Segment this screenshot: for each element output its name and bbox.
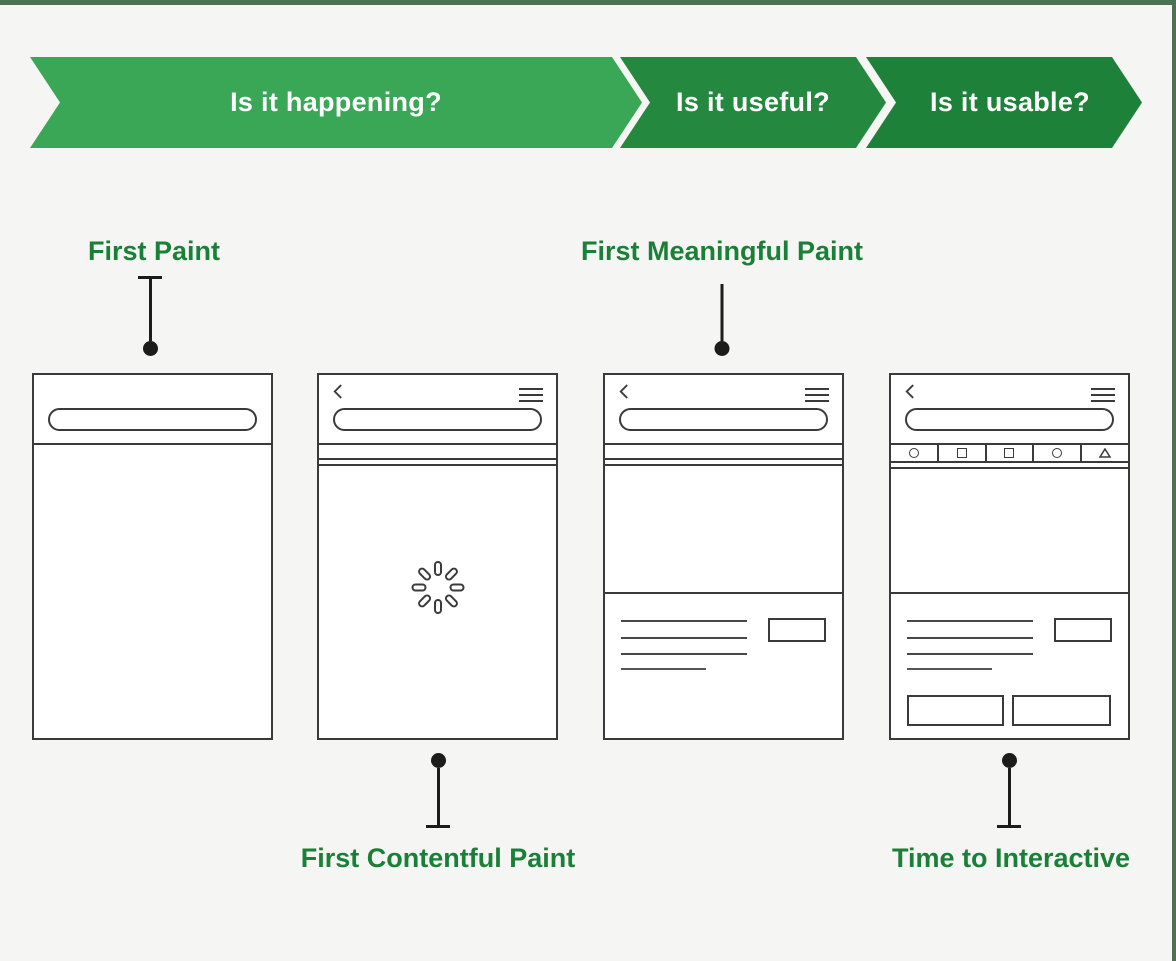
action-button-placeholder (907, 695, 1004, 726)
circle-icon (1052, 448, 1063, 458)
text-line (621, 653, 747, 655)
text-line (907, 653, 1033, 655)
action-button-placeholder (1012, 695, 1111, 726)
circle-icon (908, 448, 919, 458)
phone-mockup-time-to-interactive (889, 373, 1130, 740)
text-line (907, 637, 1033, 639)
connector-cap (426, 825, 450, 828)
frame-top-accent (0, 0, 1176, 5)
browser-header (34, 375, 271, 445)
page-body (319, 464, 556, 738)
tab-strip (605, 445, 842, 460)
text-line (621, 620, 747, 622)
icon-toolbar (891, 445, 1128, 463)
tab-strip (319, 445, 556, 460)
metric-label-first-contentful-paint: First Contentful Paint (300, 843, 576, 873)
url-bar (333, 408, 542, 431)
connector-stem (1007, 768, 1011, 825)
metric-label-time-to-interactive: Time to Interactive (891, 843, 1131, 873)
menu-icon (519, 388, 543, 402)
url-bar (619, 408, 828, 431)
connector-dot (1001, 753, 1017, 768)
hero-placeholder (891, 469, 1128, 594)
connector-first-meaningful-paint (714, 284, 730, 356)
metric-label-first-paint: First Paint (87, 236, 221, 266)
triangle-icon (1099, 448, 1112, 458)
text-line (621, 637, 747, 639)
menu-icon (1091, 388, 1115, 402)
square-icon (1004, 448, 1015, 458)
connector-dot (142, 341, 158, 356)
menu-icon (805, 388, 829, 402)
button-placeholder (1054, 618, 1112, 642)
connector-time-to-interactive (997, 753, 1021, 828)
phone-mockup-first-meaningful-paint (603, 373, 844, 740)
connector-first-paint (138, 276, 162, 356)
page-body (605, 464, 842, 738)
connector-cap (997, 825, 1021, 828)
connector-cap (138, 276, 162, 279)
back-icon (905, 384, 914, 399)
loading-spinner-icon (410, 559, 466, 615)
funnel-step-is-it-happening: Is it happening? (30, 57, 642, 148)
page-body (891, 467, 1128, 738)
browser-header (605, 375, 842, 445)
browser-header (319, 375, 556, 445)
text-line (907, 620, 1033, 622)
connector-first-contentful-paint (426, 753, 450, 828)
toolbar-cell (891, 445, 939, 461)
funnel-step-is-it-usable: Is it usable? (866, 57, 1142, 148)
button-placeholder (768, 618, 826, 642)
phone-mockup-first-paint (32, 373, 273, 740)
url-bar (48, 408, 257, 431)
square-icon (956, 448, 967, 458)
phone-mockup-first-contentful-paint (317, 373, 558, 740)
toolbar-cell (1034, 445, 1083, 461)
hero-placeholder (605, 466, 842, 594)
connector-stem (148, 279, 152, 341)
back-icon (619, 384, 628, 399)
text-line (621, 668, 706, 670)
text-line (907, 668, 992, 670)
toolbar-cell (987, 445, 1035, 461)
funnel-step-is-it-useful: Is it useful? (620, 57, 886, 148)
funnel-step-label: Is it happening? (230, 87, 442, 117)
browser-header (891, 375, 1128, 445)
url-bar (905, 408, 1114, 431)
funnel-step-label: Is it usable? (930, 87, 1090, 117)
frame-right-accent (1172, 0, 1176, 961)
metric-label-first-meaningful-paint: First Meaningful Paint (580, 236, 864, 266)
connector-stem (436, 768, 440, 825)
toolbar-cell (939, 445, 987, 461)
back-icon (333, 384, 342, 399)
connector-dot (714, 341, 730, 356)
connector-dot (430, 753, 446, 768)
funnel-step-label: Is it useful? (676, 87, 830, 117)
toolbar-cell (1082, 445, 1128, 461)
connector-stem (720, 284, 724, 341)
